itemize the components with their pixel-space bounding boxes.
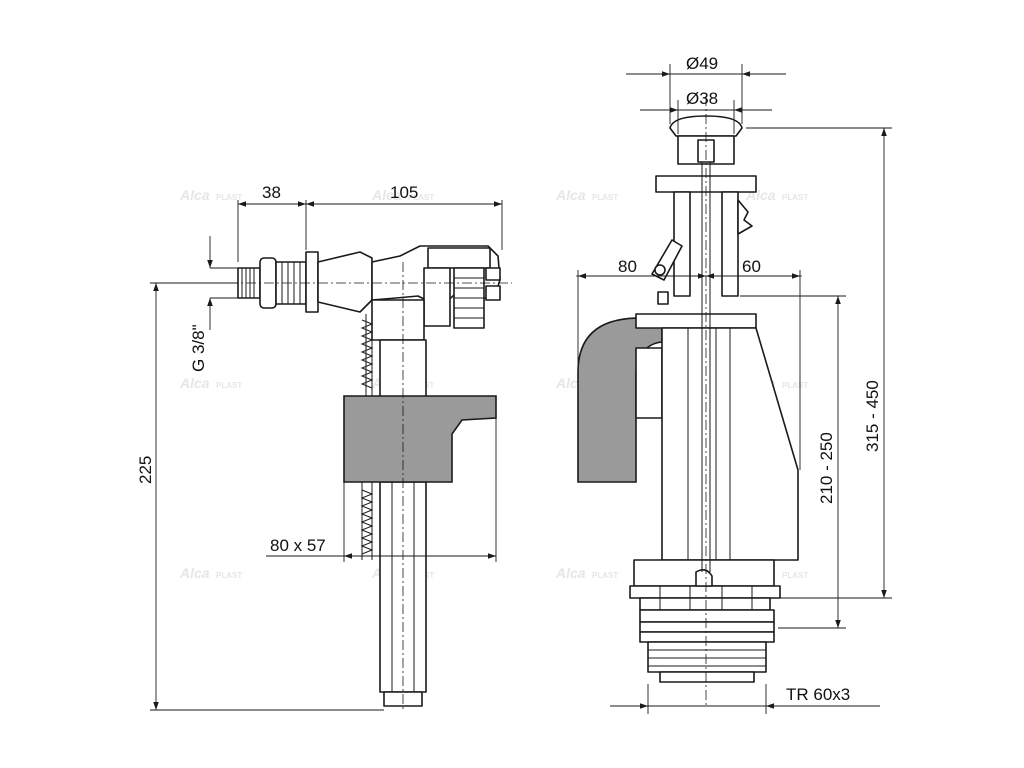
svg-text:PLAST: PLAST — [408, 193, 434, 202]
svg-text:PLAST: PLAST — [782, 571, 808, 580]
lower-cage — [629, 559, 781, 611]
svg-text:Alca: Alca — [555, 187, 586, 203]
watermark-mark: Alca PLAST — [179, 565, 242, 581]
dimension-overflow-height: 210 - 250 — [740, 295, 846, 629]
dimension-label: 38 — [262, 183, 281, 202]
svg-text:Alca: Alca — [179, 375, 210, 391]
overflow-cap — [635, 347, 663, 419]
valve-shank — [371, 299, 427, 707]
dimension-label: Ø38 — [686, 89, 718, 108]
float-rod — [360, 314, 374, 560]
valve-body — [635, 313, 799, 561]
bottom-thread — [639, 609, 775, 683]
flush-valve-drawing: Ø49 Ø38 80 60 210 - 250 — [576, 54, 892, 714]
svg-text:Alca: Alca — [555, 565, 586, 581]
watermark-mark: Alca PLAST — [179, 375, 242, 391]
valve-head — [371, 245, 501, 329]
dimension-total-height: 315 - 450 — [746, 127, 892, 599]
inlet-flange — [305, 251, 319, 313]
watermark-mark: Alca PLAST — [371, 187, 434, 203]
dimension-inner-diameter: Ø38 — [640, 89, 772, 134]
dimension-label: 105 — [390, 183, 418, 202]
float-cup — [343, 395, 497, 483]
dimension-label: TR 60x3 — [786, 685, 850, 704]
svg-text:PLAST: PLAST — [592, 571, 618, 580]
svg-text:PLAST: PLAST — [592, 193, 618, 202]
dimension-outer-diameter: Ø49 — [626, 54, 786, 124]
dimension-label: G 3/8" — [189, 324, 208, 372]
valve-arm — [317, 251, 373, 313]
dimension-thread: G 3/8" — [189, 236, 238, 372]
watermark-mark: Alca PLAST — [555, 565, 618, 581]
svg-text:PLAST: PLAST — [216, 571, 242, 580]
svg-text:PLAST: PLAST — [782, 381, 808, 390]
dimension-label: 80 — [618, 257, 637, 276]
dimension-label: 60 — [742, 257, 761, 276]
svg-text:Alca: Alca — [179, 187, 210, 203]
watermark-mark: Alca PLAST — [179, 187, 242, 203]
svg-text:PLAST: PLAST — [782, 193, 808, 202]
svg-text:Alca: Alca — [179, 565, 210, 581]
dimension-thread: TR 60x3 — [610, 684, 880, 714]
dimension-label: Ø49 — [686, 54, 718, 73]
dimension-top: 38 105 — [237, 183, 503, 262]
dimension-float: 80 x 57 — [266, 418, 497, 562]
dimension-offsets: 80 60 — [577, 257, 801, 470]
dimension-label: 210 - 250 — [817, 432, 836, 504]
fill-valve-drawing: 38 105 G 3/8" 225 80 x 57 — [136, 183, 512, 711]
svg-text:PLAST: PLAST — [216, 381, 242, 390]
dimension-label: 225 — [136, 456, 155, 484]
dimension-label: 315 - 450 — [863, 380, 882, 452]
svg-text:Alca: Alca — [371, 187, 402, 203]
watermark-mark: Alca PLAST — [555, 187, 618, 203]
dimension-label: 80 x 57 — [270, 536, 326, 555]
svg-text:PLAST: PLAST — [216, 193, 242, 202]
dimension-height: 225 — [136, 282, 384, 711]
